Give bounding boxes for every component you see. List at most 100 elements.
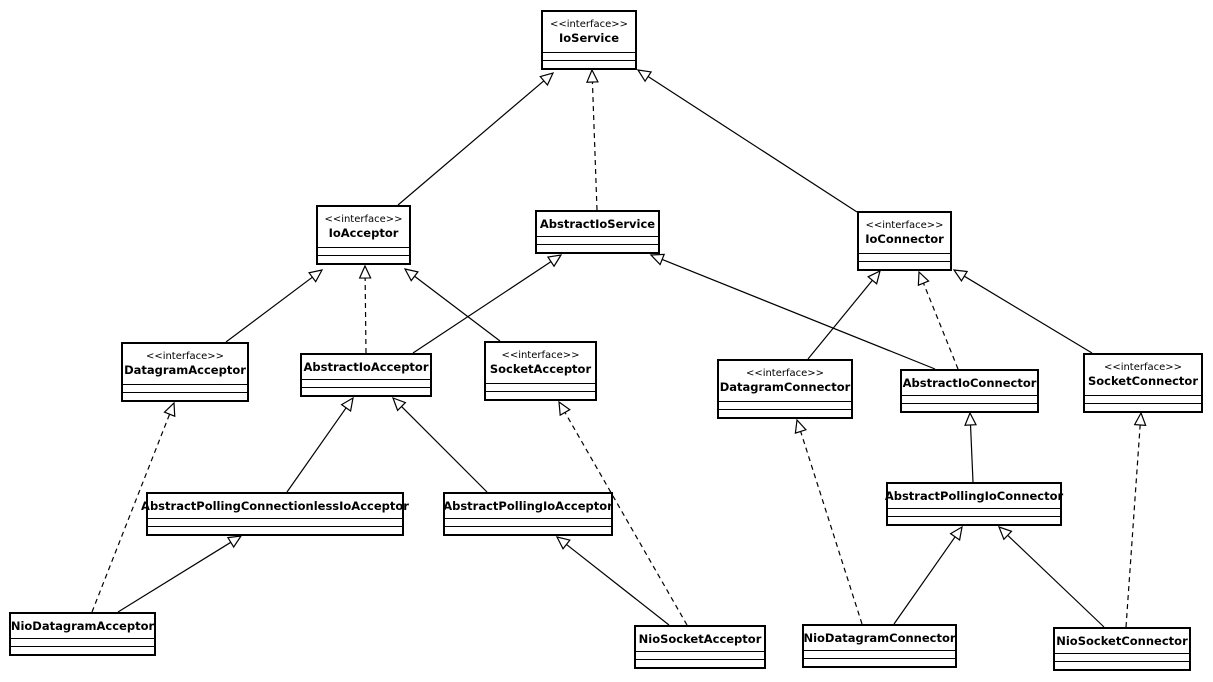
generalization-line bbox=[1007, 534, 1105, 628]
generalization-edge bbox=[391, 396, 488, 493]
class-box-nio-socket-connector[interactable]: NioSocketConnector bbox=[1053, 627, 1191, 671]
attributes-compartment bbox=[486, 384, 595, 392]
realization-line bbox=[591, 81, 598, 211]
generalization-line bbox=[401, 406, 488, 493]
class-box-nio-datagram-connector[interactable]: NioDatagramConnector bbox=[802, 624, 957, 668]
class-box-abstract-io-service[interactable]: AbstractIoService bbox=[535, 210, 660, 254]
class-name: IoConnector bbox=[865, 232, 944, 246]
class-header: AbstractIoAcceptor bbox=[302, 355, 430, 380]
inheritance-arrowhead-icon bbox=[226, 535, 243, 549]
generalization-line bbox=[225, 276, 313, 343]
attributes-compartment bbox=[1055, 654, 1189, 662]
stereotype-label: <<interface>> bbox=[549, 19, 629, 30]
operations-compartment bbox=[486, 392, 595, 399]
class-box-datagram-acceptor[interactable]: <<interface>>DatagramAcceptor bbox=[121, 342, 249, 402]
operations-compartment bbox=[445, 527, 611, 534]
class-name: DatagramAcceptor bbox=[124, 363, 246, 377]
inheritance-arrowhead-icon bbox=[308, 269, 324, 283]
class-box-abstract-io-acceptor[interactable]: AbstractIoAcceptor bbox=[300, 353, 432, 397]
inheritance-arrowhead-icon bbox=[917, 270, 930, 287]
attributes-compartment bbox=[318, 248, 409, 256]
inheritance-arrowhead-icon bbox=[163, 401, 176, 418]
class-header: NioDatagramAcceptor bbox=[11, 614, 154, 639]
attributes-compartment bbox=[719, 402, 851, 410]
attributes-compartment bbox=[1085, 396, 1201, 404]
attributes-compartment bbox=[537, 237, 658, 245]
generalization-edge bbox=[555, 536, 670, 626]
generalization-line bbox=[286, 407, 347, 493]
operations-compartment bbox=[318, 256, 409, 263]
realization-line bbox=[364, 277, 367, 354]
class-box-io-service[interactable]: <<interface>>IoService bbox=[541, 10, 637, 70]
inheritance-arrowhead-icon bbox=[555, 536, 571, 550]
generalization-edge bbox=[952, 269, 1093, 354]
class-header: NioSocketAcceptor bbox=[636, 627, 764, 652]
attributes-compartment bbox=[123, 385, 247, 393]
operations-compartment bbox=[888, 517, 1060, 524]
generalization-line bbox=[412, 261, 552, 354]
attributes-compartment bbox=[543, 53, 635, 61]
inheritance-arrowhead-icon bbox=[558, 400, 571, 417]
class-box-abstract-polling-connectionless-io-acceptor[interactable]: AbstractPollingConnectionlessIoAcceptor bbox=[141, 492, 409, 536]
generalization-line bbox=[893, 536, 956, 625]
realization-edge bbox=[586, 68, 599, 211]
class-name: DatagramConnector bbox=[719, 380, 851, 394]
operations-compartment bbox=[859, 262, 950, 269]
class-header: <<interface>>DatagramConnector bbox=[719, 361, 851, 402]
class-box-io-connector[interactable]: <<interface>>IoConnector bbox=[857, 211, 952, 271]
inheritance-arrowhead-icon bbox=[340, 396, 354, 413]
class-header: NioDatagramConnector bbox=[803, 626, 956, 651]
class-box-abstract-polling-io-acceptor[interactable]: AbstractPollingIoAcceptor bbox=[443, 492, 613, 536]
inheritance-arrowhead-icon bbox=[539, 72, 555, 87]
class-box-socket-connector[interactable]: <<interface>>SocketConnector bbox=[1083, 353, 1203, 413]
generalization-line bbox=[397, 80, 545, 206]
class-box-nio-socket-acceptor[interactable]: NioSocketAcceptor bbox=[634, 625, 766, 669]
class-box-io-acceptor[interactable]: <<interface>>IoAcceptor bbox=[316, 205, 411, 265]
attributes-compartment bbox=[148, 519, 402, 527]
class-box-socket-acceptor[interactable]: <<interface>>SocketAcceptor bbox=[484, 341, 597, 401]
class-header: AbstractIoService bbox=[537, 212, 658, 237]
generalization-edge bbox=[412, 254, 563, 354]
inheritance-arrowhead-icon bbox=[949, 525, 963, 542]
generalization-line bbox=[414, 275, 501, 342]
generalization-line bbox=[566, 543, 670, 626]
generalization-line bbox=[117, 541, 232, 613]
attributes-compartment bbox=[636, 652, 764, 660]
attributes-compartment bbox=[804, 651, 955, 659]
stereotype-label: <<interface>> bbox=[745, 368, 825, 379]
stereotype-label: <<interface>> bbox=[865, 220, 944, 231]
inheritance-arrowhead-icon bbox=[586, 68, 599, 83]
operations-compartment bbox=[302, 388, 430, 395]
class-name: IoService bbox=[559, 31, 619, 45]
class-box-datagram-connector[interactable]: <<interface>>DatagramConnector bbox=[717, 359, 853, 419]
generalization-edge bbox=[225, 269, 324, 343]
realization-edge bbox=[917, 270, 959, 370]
class-name: NioDatagramAcceptor bbox=[10, 618, 155, 633]
class-box-nio-datagram-acceptor[interactable]: NioDatagramAcceptor bbox=[9, 612, 156, 656]
operations-compartment bbox=[636, 660, 764, 667]
class-name: AbstractPollingIoConnector bbox=[884, 488, 1064, 503]
generalization-edge bbox=[807, 269, 881, 360]
inheritance-arrowhead-icon bbox=[867, 269, 881, 285]
inheritance-arrowhead-icon bbox=[403, 268, 419, 282]
class-name: IoAcceptor bbox=[328, 226, 399, 240]
inheritance-arrowhead-icon bbox=[546, 254, 563, 268]
inheritance-arrowhead-icon bbox=[391, 396, 407, 412]
class-name: AbstractIoConnector bbox=[902, 375, 1037, 390]
class-box-abstract-io-connector[interactable]: AbstractIoConnector bbox=[900, 369, 1039, 413]
operations-compartment bbox=[804, 659, 955, 666]
generalization-line bbox=[647, 76, 858, 213]
attributes-compartment bbox=[445, 519, 611, 527]
class-name: NioSocketConnector bbox=[1056, 633, 1188, 648]
class-header: <<interface>>IoConnector bbox=[859, 213, 950, 254]
class-header: <<interface>>SocketConnector bbox=[1085, 355, 1201, 396]
generalization-edge bbox=[649, 253, 936, 370]
realization-edge bbox=[794, 418, 863, 625]
attributes-compartment bbox=[302, 380, 430, 388]
inheritance-arrowhead-icon bbox=[997, 526, 1013, 541]
class-header: <<interface>>IoAcceptor bbox=[318, 207, 409, 248]
inheritance-arrowhead-icon bbox=[636, 69, 653, 83]
class-box-abstract-polling-io-connector[interactable]: AbstractPollingIoConnector bbox=[884, 482, 1064, 526]
realization-line bbox=[564, 412, 688, 626]
realization-line bbox=[1125, 424, 1141, 628]
